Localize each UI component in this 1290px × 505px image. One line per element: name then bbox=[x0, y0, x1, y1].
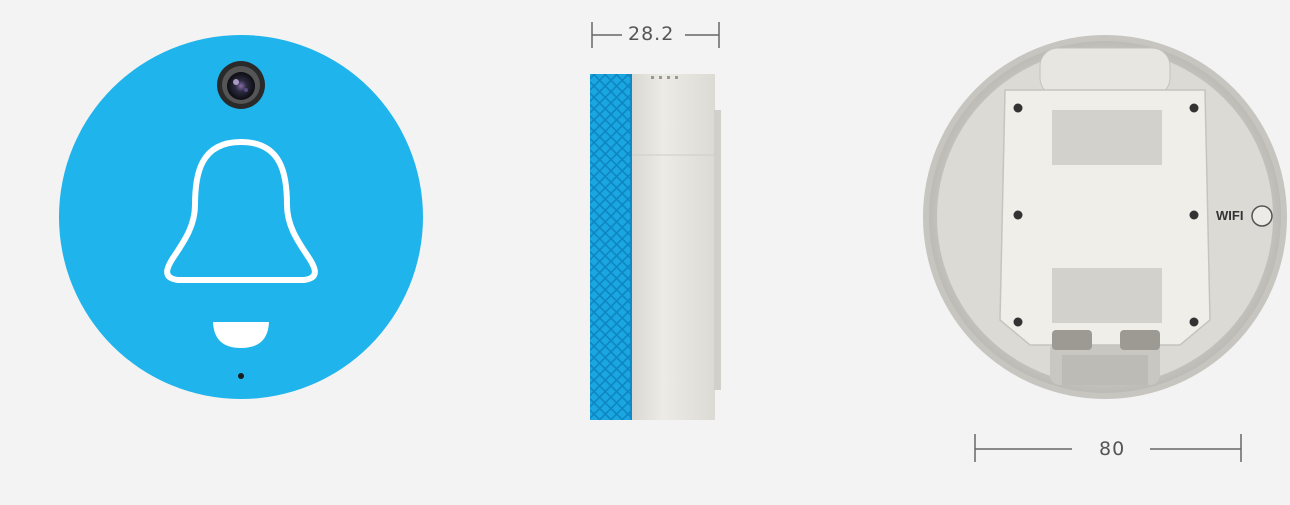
microphone-hole bbox=[238, 373, 244, 379]
plate-slot-top bbox=[1052, 110, 1162, 165]
thickness-dimension bbox=[591, 22, 720, 48]
diameter-dimension bbox=[974, 434, 1242, 462]
back-view bbox=[923, 35, 1287, 462]
side-vents bbox=[651, 76, 678, 79]
wifi-reset-button-icon bbox=[1251, 205, 1273, 227]
front-body bbox=[59, 35, 423, 399]
wifi-label: WIFI bbox=[1216, 208, 1244, 223]
camera-lens-icon bbox=[217, 61, 265, 109]
thickness-dimension-label: 28.2 bbox=[628, 23, 675, 45]
diameter-dimension-label: 80 bbox=[1099, 438, 1126, 460]
side-mount bbox=[714, 110, 721, 390]
plate-screws bbox=[1013, 103, 1199, 327]
plate-slot-bottom bbox=[1052, 268, 1162, 323]
knurled-ring bbox=[590, 74, 632, 420]
bell-icon bbox=[164, 139, 318, 283]
side-housing bbox=[629, 74, 715, 420]
side-view bbox=[590, 22, 721, 420]
front-view bbox=[59, 35, 423, 399]
doorbell-button-icon bbox=[213, 322, 269, 348]
